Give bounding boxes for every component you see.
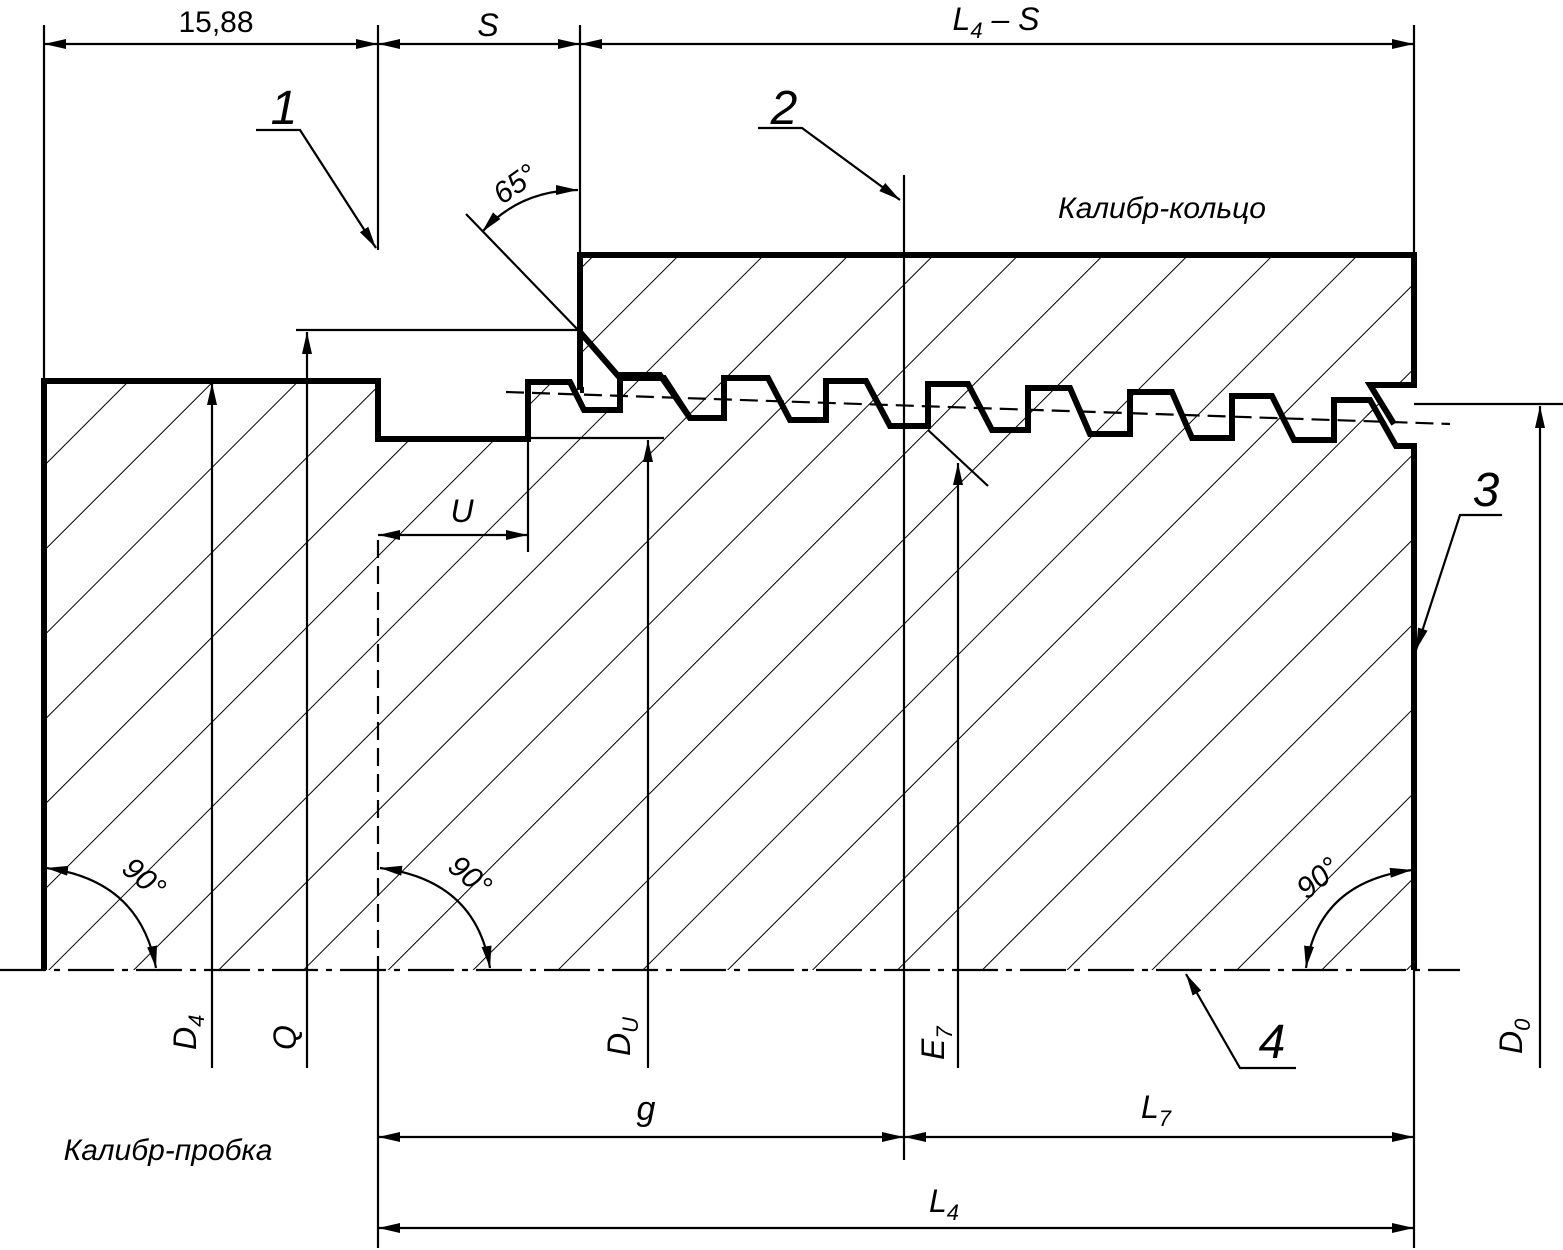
- plug-gauge-outline: [41, 372, 1417, 970]
- label-d4-main: D: [167, 1027, 203, 1050]
- callout-1: 1: [271, 82, 298, 135]
- label-l7-main: L: [1141, 1089, 1159, 1125]
- label-g: g: [637, 1090, 656, 1128]
- angle-arc-90-mid: [379, 865, 492, 969]
- label-du-main: D: [601, 1033, 637, 1056]
- label-l4: L4: [929, 1183, 959, 1225]
- label-d0-main: D: [1493, 1031, 1529, 1054]
- callout-leader-2: [758, 126, 901, 201]
- label-angle-65: 65°: [487, 158, 543, 211]
- callout-leader-1: [256, 128, 377, 249]
- angle-arc-90-left: [45, 865, 158, 969]
- label-e7: E7: [915, 1026, 957, 1060]
- label-l4-sub: 4: [947, 1200, 959, 1225]
- label-l4-minus-s: L4 – S: [953, 1, 1040, 43]
- angle-arc-90-right: [1304, 867, 1413, 969]
- label-du: DU: [601, 1017, 643, 1056]
- callout-leader-3: [1414, 513, 1502, 651]
- pitch-line: [505, 390, 1451, 426]
- callout-3: 3: [1473, 464, 1500, 517]
- label-l4-minus-s-sub: 4: [970, 18, 982, 43]
- label-l7-sub: 7: [1159, 1106, 1172, 1131]
- label-d0: D0: [1493, 1018, 1535, 1054]
- chamfer-ext-line: [465, 213, 581, 333]
- label-l4-main: L: [929, 1183, 947, 1219]
- callout-2: 2: [770, 82, 798, 135]
- label-d0-sub: 0: [1510, 1018, 1535, 1031]
- label-d4: D4: [167, 1015, 209, 1050]
- flank-ext-line: [927, 429, 989, 487]
- label-e7-main: E: [915, 1038, 951, 1060]
- label-q: Q: [267, 1025, 303, 1050]
- label-ring-gauge: Калибр-кольцо: [1058, 192, 1266, 225]
- label-l7: L7: [1141, 1089, 1172, 1131]
- angle-arc-65: [481, 185, 579, 233]
- label-d4-sub: 4: [184, 1015, 209, 1027]
- callout-leader-4: [1185, 973, 1296, 1070]
- label-e7-sub: 7: [932, 1026, 957, 1039]
- label-s: S: [477, 7, 498, 43]
- label-du-sub: U: [618, 1017, 643, 1033]
- label-u: U: [450, 493, 474, 529]
- label-15-88: 15,88: [178, 6, 253, 39]
- callout-4: 4: [1259, 1016, 1286, 1069]
- label-plug-gauge: Калибр-пробка: [64, 1134, 273, 1167]
- label-l4-minus-s-main: L: [953, 1, 971, 37]
- label-l4-minus-s-rest: – S: [983, 1, 1040, 37]
